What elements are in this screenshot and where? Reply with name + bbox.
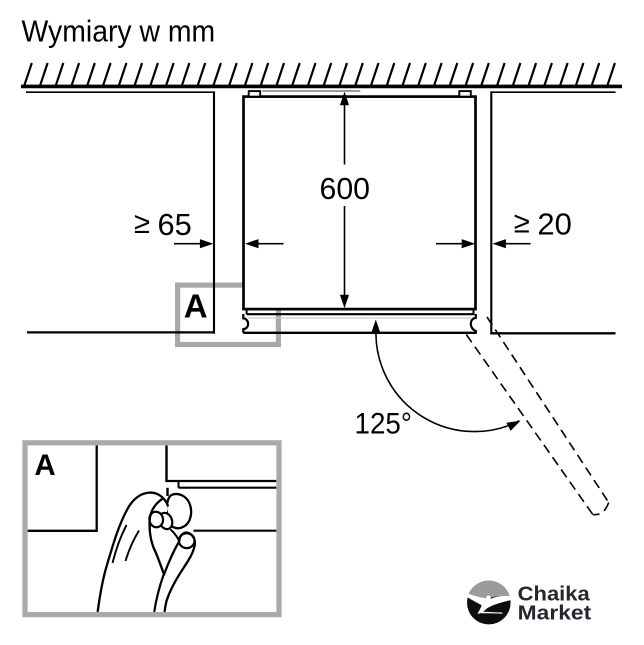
svg-text:65: 65 xyxy=(158,208,192,242)
svg-text:Chaika: Chaika xyxy=(518,582,591,605)
svg-text:20: 20 xyxy=(537,208,572,242)
svg-text:Wymiary w mm: Wymiary w mm xyxy=(22,14,216,49)
svg-text:≥: ≥ xyxy=(514,207,530,240)
svg-text:125°: 125° xyxy=(355,407,413,440)
svg-text:≥: ≥ xyxy=(134,207,150,240)
svg-text:600: 600 xyxy=(320,171,371,206)
svg-text:A: A xyxy=(184,287,208,324)
svg-text:Market: Market xyxy=(518,601,592,624)
svg-text:A: A xyxy=(34,449,55,482)
